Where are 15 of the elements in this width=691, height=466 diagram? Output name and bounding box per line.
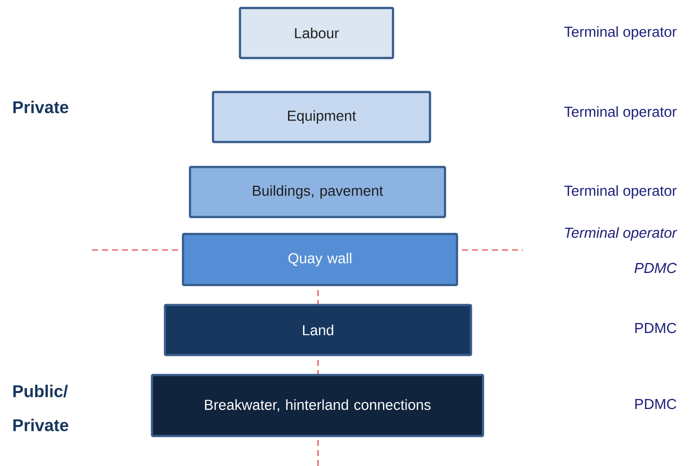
layer-box: Breakwater, hinterland connections <box>150 374 484 438</box>
category-label: Private <box>13 100 68 114</box>
owner-label: PDMC <box>635 322 676 334</box>
layer-box: Buildings, pavement <box>188 166 446 218</box>
owner-label: PDMC <box>634 262 677 274</box>
owner-label: Terminal operator <box>564 106 677 120</box>
layer-box: Labour <box>238 6 394 60</box>
layer-box: Quay wall <box>182 232 458 286</box>
owner-label: PDMC <box>635 398 676 410</box>
owner-label: Terminal operator <box>564 26 677 40</box>
owner-label: Terminal operator <box>564 185 677 199</box>
category-label: Public/ Private <box>13 384 68 432</box>
layer-box: Land <box>164 304 472 356</box>
owner-label: Terminal operator <box>565 227 678 241</box>
layer-box: Equipment <box>212 90 432 144</box>
